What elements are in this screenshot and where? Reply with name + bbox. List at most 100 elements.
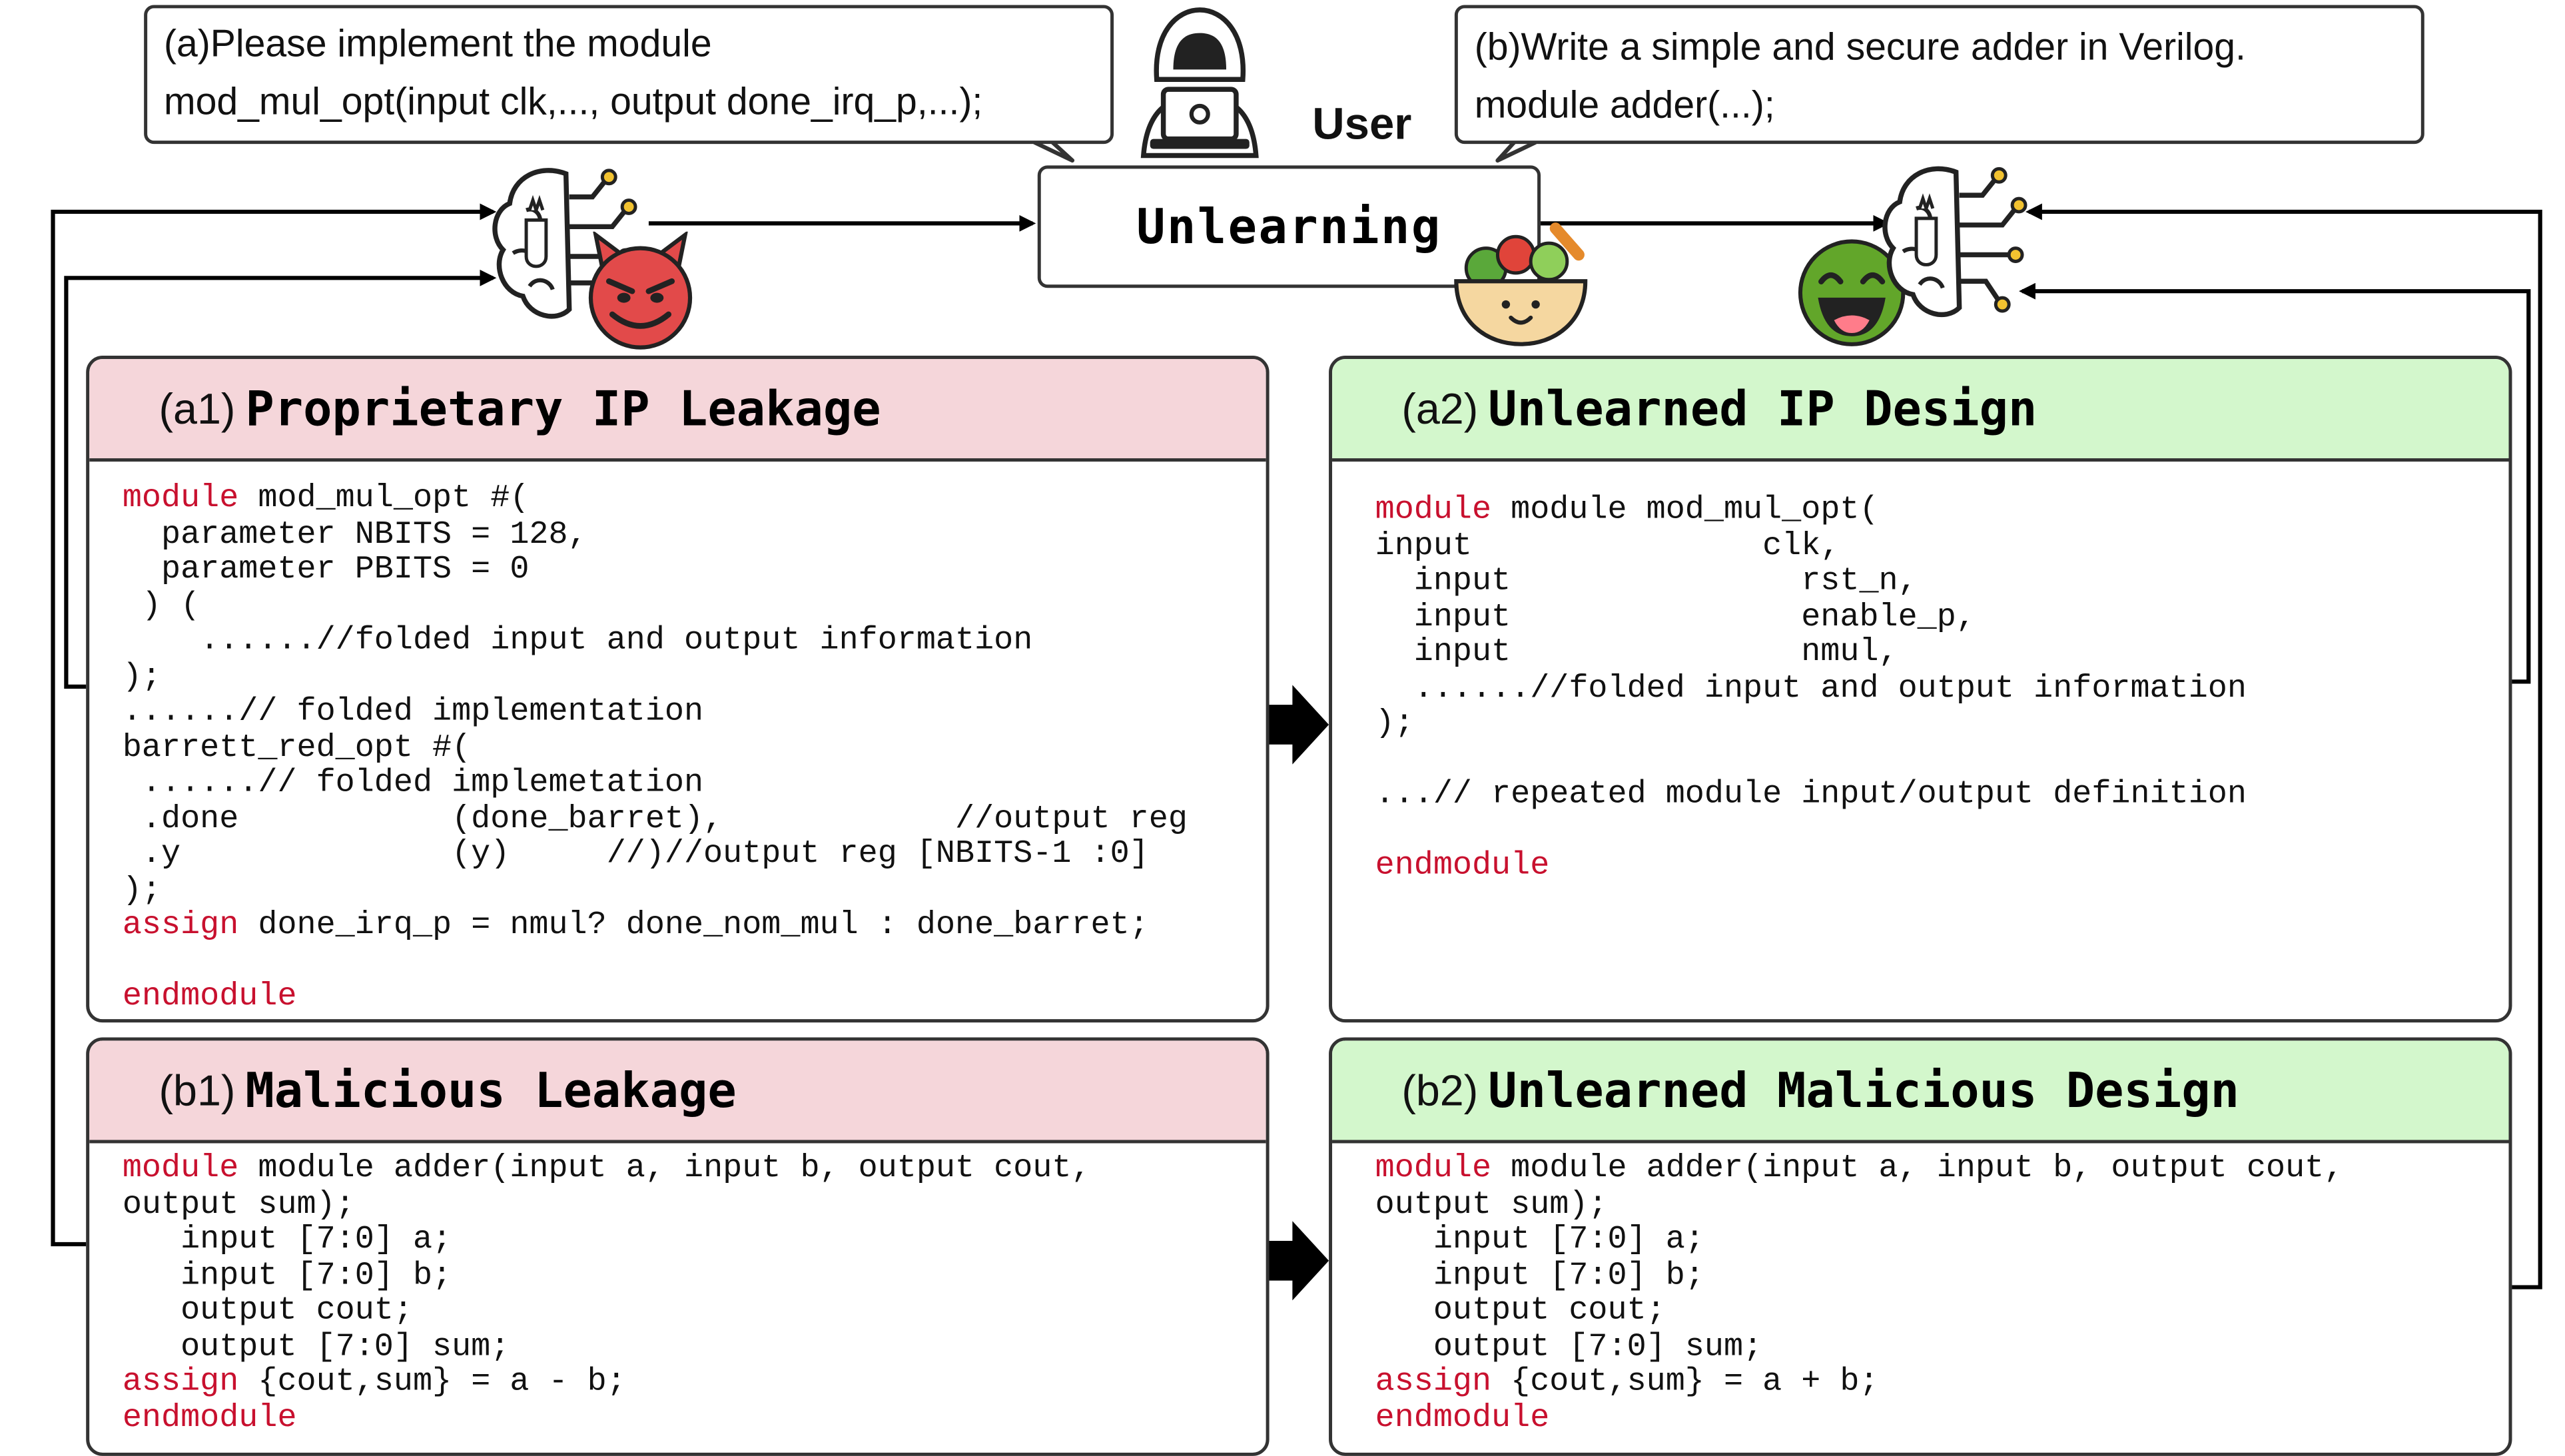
code-line: input [7:0] a; (1375, 1221, 2344, 1258)
code-block: module module adder(input a, input b, ou… (1375, 1150, 2344, 1436)
code-line: input clk, (1375, 528, 2247, 564)
right-arrow-icon (1266, 1221, 1329, 1301)
code-line: module module adder(input a, input b, ou… (122, 1150, 1091, 1187)
code-line (1375, 742, 2247, 777)
code-line: input rst_n, (1375, 562, 2247, 599)
code-text: parameter NBITS = 128, (122, 515, 587, 552)
llm-brain-icon (1882, 166, 2027, 318)
panel-a2-unlearned-ip-design: (a2) Unlearned IP Design module module m… (1329, 356, 2512, 1023)
code-text: ...// repeated module input/output defin… (1375, 775, 2247, 813)
code-line: endmodule (122, 1399, 1091, 1436)
code-line: ); (1375, 705, 2247, 742)
code-line (123, 944, 1188, 979)
code-keyword: endmodule (122, 1399, 297, 1435)
code-keyword: assign (1375, 1363, 1492, 1400)
bubble-a-tail (1033, 140, 1075, 163)
code-line: assign {cout,sum} = a - b; (122, 1363, 1091, 1400)
salad-bowl-icon (1454, 222, 1588, 346)
panel-b2-header: (b2) Unlearned Malicious Design (1332, 1040, 2509, 1144)
code-line: ......// folded implemetation (123, 765, 1188, 801)
code-line: ) ( (122, 586, 1188, 623)
code-keyword: module (122, 480, 239, 517)
right-arrow-icon (1266, 685, 1329, 765)
code-keyword: endmodule (1375, 847, 1550, 884)
code-line: endmodule (1375, 1399, 2344, 1436)
panel-b2-unlearned-malicious-design: (b2) Unlearned Malicious Design module m… (1329, 1037, 2512, 1456)
code-text: output [7:0] sum; (1375, 1327, 1763, 1365)
panel-b1-header: (b1) Malicious Leakage (89, 1040, 1266, 1144)
code-text: input [7:0] a; (122, 1221, 452, 1258)
panel-a2-header: (a2) Unlearned IP Design (1332, 359, 2509, 462)
code-text: ); (122, 871, 162, 908)
code-line: endmodule (1375, 847, 2247, 884)
wire-b1-to-left-llm (51, 203, 497, 1247)
code-text: .done (done_barret), //output reg (122, 800, 1188, 837)
code-line: output cout; (1375, 1293, 2344, 1329)
code-keyword: endmodule (1375, 1399, 1550, 1435)
code-text: ......//folded input and output informat… (122, 621, 1033, 659)
code-keyword: module (122, 1150, 239, 1187)
code-text: input [7:0] b; (122, 1256, 452, 1293)
code-line (1375, 813, 2247, 849)
code-line: output cout; (123, 1293, 1091, 1329)
panel-a1-tag: (a1) (159, 383, 236, 433)
code-line: output [7:0] sum; (1375, 1327, 2344, 1365)
panel-b1-title: Malicious Leakage (245, 1062, 737, 1119)
code-text: output cout; (1375, 1292, 1666, 1329)
unlearning-label: Unlearning (1136, 198, 1442, 255)
code-line: module module mod_mul_opt( (1375, 491, 2247, 528)
code-text: input rst_n, (1375, 562, 1918, 599)
code-text: parameter PBITS = 0 (122, 551, 530, 587)
code-text: output sum); (1375, 1185, 1608, 1222)
code-text: module adder(input a, input b, output co… (1491, 1150, 2344, 1187)
code-line: input [7:0] b; (1375, 1257, 2344, 1293)
code-text: input [7:0] a; (1375, 1221, 1704, 1258)
code-line: input [7:0] a; (122, 1221, 1091, 1258)
code-text: mod_mul_opt #( (238, 480, 530, 517)
code-keyword: assign (122, 1363, 239, 1400)
happy-face-icon (1798, 239, 1906, 346)
code-line: module module adder(input a, input b, ou… (1375, 1150, 2344, 1187)
code-line: parameter NBITS = 128, (122, 515, 1188, 552)
code-text: ); (1375, 705, 1414, 741)
wire-a1-to-left-llm (64, 269, 497, 689)
code-text: done_irq_p = nmul? done_nom_mul : done_b… (238, 907, 1149, 943)
code-line: input [7:0] b; (122, 1256, 1091, 1293)
prompt-bubble-b: (b)Write a simple and secure adder in Ve… (1454, 5, 2424, 145)
code-line: ...// repeated module input/output defin… (1375, 777, 2247, 813)
code-block: module module adder(input a, input b, ou… (122, 1150, 1091, 1436)
prompt-a-line2: mod_mul_opt(input clk,..., output done_i… (163, 79, 983, 123)
code-line: parameter PBITS = 0 (122, 551, 1188, 588)
code-line: output sum); (1375, 1185, 2344, 1222)
code-keyword: assign (122, 907, 239, 943)
code-text: ) ( (122, 586, 200, 623)
code-line: endmodule (123, 978, 1188, 1015)
panel-a2-tag: (a2) (1401, 383, 1479, 433)
code-text: output sum); (122, 1185, 355, 1222)
wire-a2-to-right-llm (2019, 282, 2531, 684)
prompt-b-line2: module adder(...); (1474, 83, 1775, 126)
code-line: .y (y) //)//output reg [NBITS-1 :0] (123, 836, 1188, 873)
code-text: input enable_p, (1375, 597, 1976, 635)
code-text: barrett_red_opt #( (122, 729, 472, 765)
code-text: output [7:0] sum; (122, 1327, 510, 1365)
code-line: ); (123, 658, 1188, 695)
code-line: .done (done_barret), //output reg (123, 801, 1188, 837)
code-line: ); (122, 871, 1188, 908)
panel-b1-malicious-leakage: (b1) Malicious Leakage module module add… (86, 1037, 1270, 1456)
code-line: output [7:0] sum; (122, 1327, 1091, 1365)
code-line: input enable_p, (1375, 599, 2247, 635)
bubble-b-tail (1495, 140, 1537, 163)
panel-a2-title: Unlearned IP Design (1488, 380, 2037, 437)
panel-a1-proprietary-ip-leakage: (a1) Proprietary IP Leakage module mod_m… (86, 356, 1270, 1023)
code-keyword: module (1375, 491, 1492, 528)
wire-b2-to-right-llm (2025, 203, 2542, 1289)
panel-b2-title: Unlearned Malicious Design (1488, 1062, 2240, 1119)
panel-b1-tag: (b1) (159, 1064, 236, 1114)
prompt-b-line1: (b)Write a simple and secure adder in Ve… (1474, 25, 2246, 68)
code-line: ......//folded input and output informat… (123, 623, 1188, 659)
code-keyword: module (1375, 1150, 1492, 1187)
code-block: module mod_mul_opt #( parameter NBITS = … (122, 480, 1188, 1015)
